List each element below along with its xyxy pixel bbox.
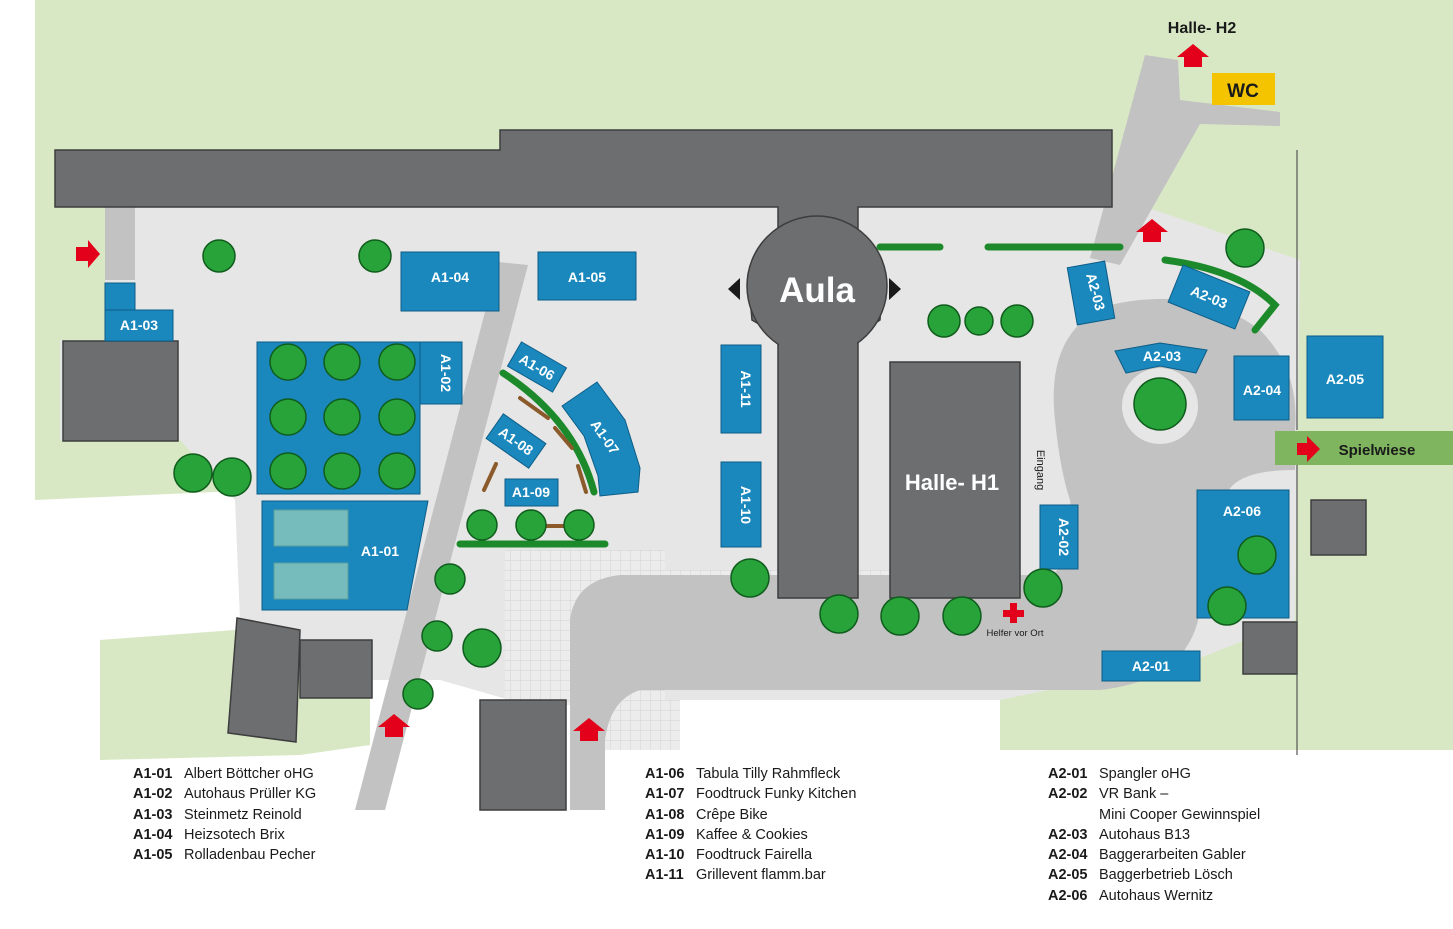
legend-item: Mini Cooper Gewinnspiel	[1099, 806, 1261, 823]
helfer-label: Helfer vor Ort	[986, 628, 1043, 639]
benches	[482, 396, 588, 528]
label-a2-05: A2-05	[1326, 371, 1364, 387]
label-a1-10: A1-10	[738, 486, 754, 524]
label-a1-05: A1-05	[568, 269, 606, 285]
hedges	[456, 243, 1280, 548]
stand-a2-03-curved[interactable]	[1114, 342, 1208, 374]
first-aid-icon	[1003, 603, 1024, 623]
stand-a1-10[interactable]	[720, 461, 762, 548]
stand-a1-02[interactable]	[419, 341, 463, 405]
stand-a2-01[interactable]	[1101, 650, 1201, 682]
arrow-up-icon	[378, 714, 410, 737]
label-a1-02: A1-02	[438, 354, 454, 392]
stand-labels: A1-01 A1-02 A1-03 A1-04 A1-05 A1-06 A1-0…	[120, 269, 1364, 674]
stand-a2-04[interactable]	[1233, 355, 1290, 421]
spielwiese-strip	[1275, 431, 1453, 465]
label-a1-11: A1-11	[738, 370, 754, 408]
arrow-right-icon	[76, 240, 100, 268]
label-a1-09: A1-09	[512, 484, 550, 500]
stand-a1-05[interactable]	[537, 251, 637, 301]
label-a2-03-curved: A2-03	[1143, 348, 1181, 364]
aula-label: Aula	[779, 271, 855, 310]
label-a1-01: A1-01	[361, 543, 399, 559]
arrow-up-icon	[1136, 219, 1168, 242]
arrow-up-icon	[573, 718, 605, 741]
label-a1-04: A1-04	[431, 269, 469, 285]
halle-h1-label: Halle- H1	[905, 470, 999, 495]
stand-a1-06[interactable]	[506, 341, 568, 393]
arrow-up-icon	[1177, 44, 1209, 67]
arrow-right-icon	[1297, 436, 1320, 462]
label-a2-01: A2-01	[1132, 658, 1170, 674]
stand-a1-08[interactable]	[485, 413, 547, 469]
wc-label: WC	[1227, 81, 1259, 102]
aula-entrance-east-icon	[889, 278, 901, 300]
stand-a2-03-west[interactable]	[1066, 260, 1116, 326]
roads	[105, 55, 1296, 810]
label-a1-03: A1-03	[120, 317, 158, 333]
stand-a1-11[interactable]	[720, 344, 762, 434]
wc-box	[1212, 73, 1275, 105]
eingang-label: Eingang	[1034, 450, 1046, 490]
halle-h2-label: Halle- H2	[1168, 20, 1237, 37]
stand-a2-02[interactable]	[1039, 504, 1079, 570]
stand-a2-05[interactable]	[1306, 335, 1384, 419]
trees	[173, 228, 1277, 710]
aula-entrance-west-icon	[728, 278, 740, 300]
stand-a2-03-east[interactable]	[1167, 264, 1251, 330]
stand-a1-04[interactable]	[400, 251, 500, 312]
label-a2-04: A2-04	[1243, 382, 1281, 398]
stand-a1-07[interactable]	[561, 381, 641, 497]
spielwiese-label: Spielwiese	[1339, 442, 1416, 459]
label-a2-06: A2-06	[1223, 503, 1261, 519]
label-a2-02: A2-02	[1056, 518, 1072, 556]
stand-a1-09[interactable]	[504, 478, 559, 507]
arrows	[76, 44, 1320, 741]
